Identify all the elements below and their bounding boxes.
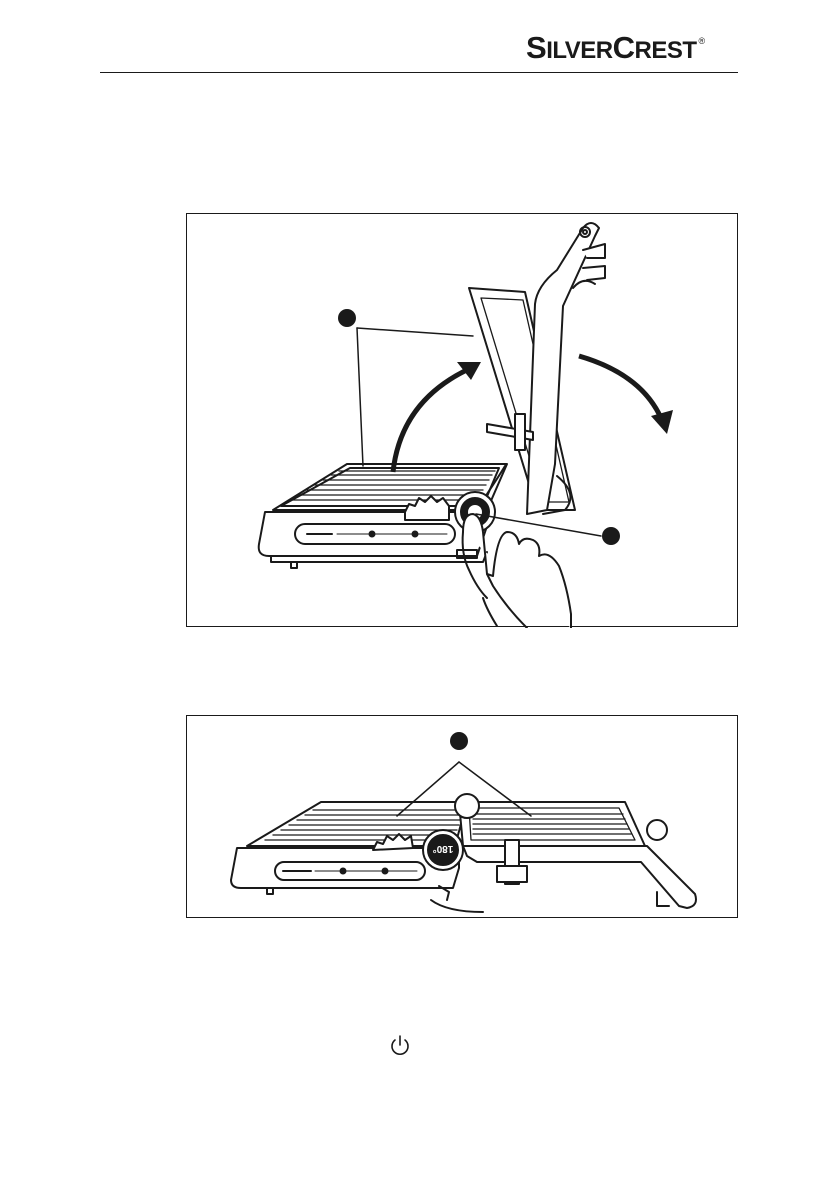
temperature-display: 180° xyxy=(433,843,454,854)
figure-grill-flat: 180° xyxy=(186,715,738,918)
registered-mark: ® xyxy=(699,36,705,46)
brand-logo-rest: REST xyxy=(634,37,696,64)
callout-marker-upper-plate xyxy=(338,309,356,327)
brand-logo-ilver: ILVER xyxy=(546,37,612,64)
grill-flat-illustration: 180° xyxy=(187,716,739,919)
callout-marker-hinge-button xyxy=(602,527,620,545)
header-rule xyxy=(100,72,738,73)
grill-opening-illustration xyxy=(187,214,739,628)
power-icon xyxy=(389,1034,411,1058)
brand-logo-c: C xyxy=(613,30,635,65)
brand-logo-s: S xyxy=(526,30,546,65)
figure-grill-opening xyxy=(186,213,738,627)
brand-logo: SILVERCREST® xyxy=(526,30,705,60)
callout-marker-grill-plates xyxy=(450,732,468,750)
